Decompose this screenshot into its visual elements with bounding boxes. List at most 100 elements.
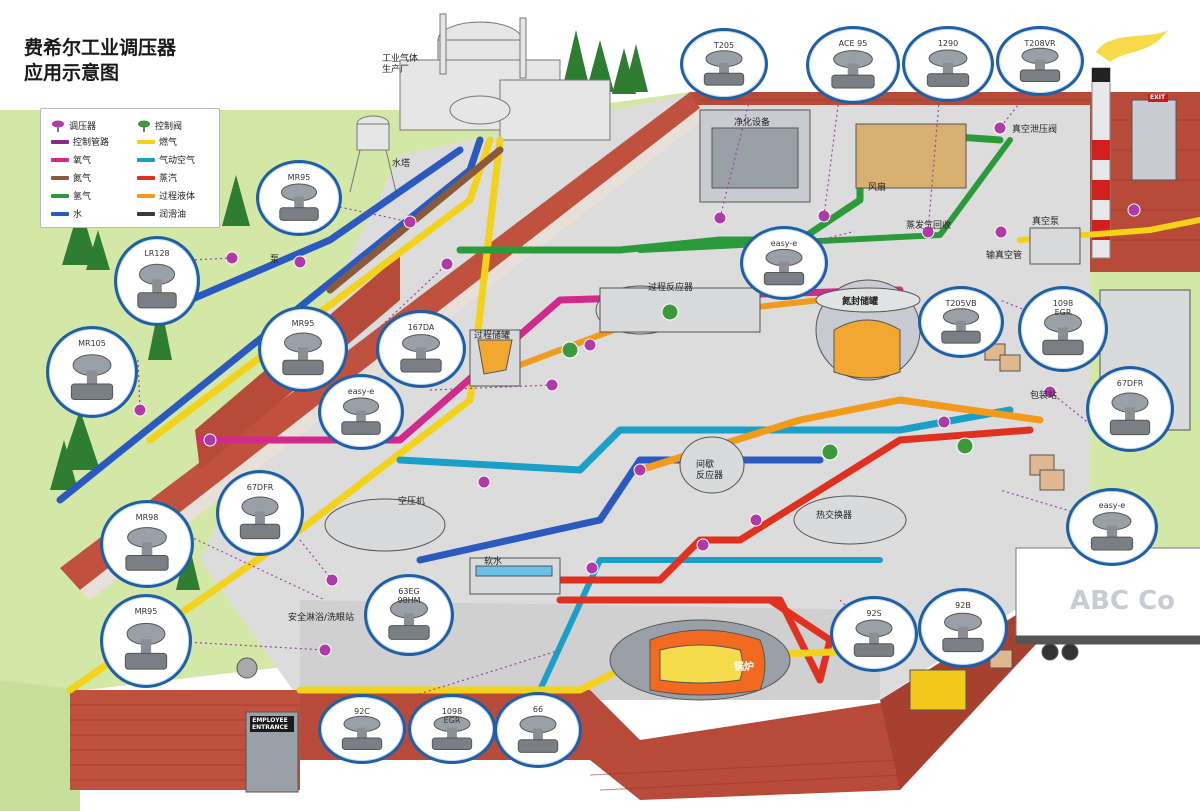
label-heat-exchanger: 热交换器 <box>816 511 853 521</box>
legend-item: 气动空气 <box>137 153 195 166</box>
legend-item: 控制管路 <box>51 135 109 148</box>
legend-label: 调压器 <box>69 122 97 132</box>
hydrogen-pipe-2 <box>637 137 1013 253</box>
legend-item: 过程液体 <box>137 189 195 202</box>
regulator-icon <box>1042 312 1084 356</box>
regulator-icon <box>125 527 169 571</box>
label-filter-reactor: 过程反应器 <box>648 283 694 293</box>
label-water-tower: 水塔 <box>392 159 411 169</box>
page-title: 费希尔工业调压器 应用示意图 <box>24 36 176 86</box>
legend-line-swatch <box>51 157 69 162</box>
steam-pipe <box>556 426 1034 584</box>
regulator-icon <box>137 263 177 309</box>
brick-wall-back <box>690 92 1100 105</box>
legend-label: 氢气 <box>73 192 92 202</box>
legend-line-swatch <box>137 139 155 144</box>
legend-item: 润滑油 <box>137 207 186 220</box>
legend-label: 过程液体 <box>159 192 196 202</box>
callout-label: 1098 EGR <box>441 707 463 725</box>
legend-label: 氮气 <box>73 174 92 184</box>
callout-mr95b: MR95 <box>258 306 348 392</box>
callout-label: 92C <box>354 707 370 716</box>
callout-dfr67b: 67DFR <box>216 470 304 556</box>
batch-reactor <box>679 436 745 494</box>
callout-label: T208VR <box>1024 39 1056 48</box>
regulator-icon <box>124 622 168 670</box>
trees <box>50 30 648 590</box>
control-valve-markers <box>561 303 974 461</box>
label-truck: ABC Co <box>1070 586 1176 616</box>
legend-label: 气动空气 <box>159 156 196 166</box>
legend-label: 控制阀 <box>155 122 183 132</box>
regulator-icon <box>926 49 970 87</box>
legend-label: 控制管路 <box>73 138 110 148</box>
regulator-icon <box>239 496 281 540</box>
exit-door <box>1131 99 1177 181</box>
callout-label: easy-e <box>770 239 798 248</box>
callout-label: 63EG 98HM <box>397 587 421 605</box>
label-boiler: 锅炉 <box>734 662 754 673</box>
label-safety-shower: 安全淋浴/洗眼站 <box>288 613 355 623</box>
regulator-icon <box>70 354 114 401</box>
callout-c1290: 1290 <box>902 26 994 102</box>
legend-line-swatch <box>51 175 69 180</box>
label-gas-plant: 工业气体 生产厂 <box>382 54 419 75</box>
label-packaging: 包装站 <box>1030 391 1058 401</box>
regulator-icon <box>763 248 805 286</box>
legend-item: 蒸汽 <box>137 171 177 184</box>
callout-label: 92S <box>866 609 882 618</box>
label-batch-reactor: 间歇 反应器 <box>696 460 724 481</box>
regulator-icon <box>279 183 319 221</box>
callout-c92c: 92C <box>318 694 406 764</box>
legend-line-swatch <box>51 211 69 216</box>
label-filter-tank: 过程储罐 <box>474 331 511 341</box>
heat-exchanger <box>793 495 907 545</box>
label-water-softener: 软水 <box>484 557 503 567</box>
callout-lr128: LR128 <box>114 236 200 326</box>
legend-item: 氧气 <box>51 153 91 166</box>
callout-label: ACE 95 <box>838 39 868 48</box>
legend-line-swatch <box>51 193 69 198</box>
legend-item: 氮气 <box>51 171 91 184</box>
regulator-icon <box>941 308 981 344</box>
callout-label: easy-e <box>347 387 375 396</box>
callout-c66: 66 <box>494 692 582 768</box>
air-pipe <box>396 406 1014 474</box>
water-tower <box>349 115 397 193</box>
callout-label: MR105 <box>78 339 106 348</box>
regulator-icon <box>517 715 559 753</box>
callout-label: LR128 <box>144 249 170 258</box>
label-vacuum-relief: 真空泄压阀 <box>1012 125 1058 135</box>
callout-label: 67DFR <box>246 483 274 492</box>
callout-c167da: 167DA <box>376 310 466 388</box>
legend-item: 氢气 <box>51 189 91 202</box>
water-pipe <box>56 136 484 504</box>
callout-mr105: MR105 <box>46 326 138 418</box>
legend-line-swatch <box>137 193 155 198</box>
callout-label: MR95 <box>291 319 315 328</box>
chimney-flame <box>1096 30 1168 62</box>
callout-egr1098a: 1098 EGR <box>1018 286 1108 372</box>
legend-label: 氧气 <box>73 156 92 166</box>
regulator-icon <box>1019 47 1061 82</box>
label-employee-entrance: EMPLOYEE ENTRANCE <box>252 717 288 731</box>
legend-item: 燃气 <box>137 135 177 148</box>
label-blower: 风扇 <box>868 183 887 193</box>
steam-pipe-2 <box>556 596 834 684</box>
legend-item: 水 <box>51 207 82 220</box>
callout-label: T205 <box>713 41 735 50</box>
regulator-markers <box>133 121 1141 657</box>
label-vacuum-pump: 真空泵 <box>1032 217 1060 227</box>
gas-plant <box>399 13 611 141</box>
callout-label: easy-e <box>1098 501 1126 510</box>
callout-mr95a: MR95 <box>256 160 342 236</box>
callout-easye2: easy-e <box>318 374 404 450</box>
callout-label: 1290 <box>937 39 959 48</box>
regulator-icon <box>853 619 895 657</box>
legend-line-swatch <box>137 211 155 216</box>
air-compressor <box>324 498 446 552</box>
regulator-icon <box>51 120 65 132</box>
legend-item: 控制阀 <box>137 119 182 132</box>
callout-egr1098b: 1098 EGR <box>408 694 496 764</box>
